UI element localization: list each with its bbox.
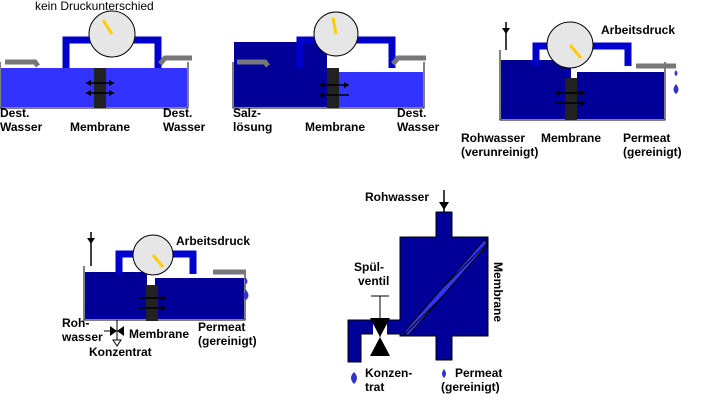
gauge-needle-2 (331, 17, 338, 35)
label-dest-wasser-right-1a: Dest. (163, 106, 192, 120)
drop-4a (244, 278, 248, 284)
water-right-1 (100, 68, 187, 107)
panel-no-pressure-difference: kein Druckunterschied Dest. Wasser Membr… (0, 0, 206, 134)
water-left-2 (234, 42, 327, 107)
panel-cross-flow-module: Rohwasser Spül- ventil Membrane Konzen- … (347, 190, 505, 394)
label-membrane-3: Membrane (541, 131, 601, 145)
water-left-4 (85, 272, 147, 319)
gauge-needle-4 (151, 254, 165, 268)
label-permeat-4a: Permeat (198, 320, 245, 334)
label-arbeitsdruck-4: Arbeitsdruck (176, 234, 250, 248)
label-membrane-1: Membrane (70, 120, 130, 134)
label-permeat-5b: (gereinigt) (441, 380, 500, 394)
label-rohwasser-5: Rohwasser (365, 190, 429, 204)
panel-reverse-osmosis-concentrate: Arbeitsdruck Roh- wasser Membrane Konzen… (61, 232, 257, 359)
arrows-2 (319, 82, 349, 98)
membrane-1 (94, 68, 106, 108)
water-right-3 (577, 72, 664, 119)
label-arbeitsdruck-3: Arbeitsdruck (601, 23, 675, 37)
gauge-needle-3 (568, 44, 583, 59)
label-permeat-5a: Permeat (455, 366, 502, 380)
drop-3a (674, 70, 678, 76)
label-konzentrat-4: Konzentrat (89, 345, 152, 359)
label-membrane-4: Membrane (129, 327, 189, 341)
label-dest-wasser-left-1a: Dest. (0, 106, 29, 120)
water-right-2 (333, 72, 423, 107)
label-membrane-5: Membrane (491, 262, 505, 322)
label-konzentrat-5a: Konzen- (365, 366, 412, 380)
drop-permeat-5 (442, 369, 446, 378)
membrane-2 (327, 68, 339, 108)
label-salzloesung-b: lösung (233, 120, 272, 134)
drop-concentrate-5 (351, 372, 357, 384)
label-rohwasser-4b: wasser (61, 330, 103, 344)
panel-salt-solution: Salz- lösung Membrane Dest. Wasser (232, 11, 440, 134)
membrane-4 (146, 285, 158, 321)
spout-left-2 (237, 59, 270, 68)
label-salzloesung-a: Salz- (233, 106, 261, 120)
label-dest-wasser-right-2a: Dest. (397, 106, 426, 120)
label-permeat-3a: Permeat (623, 131, 670, 145)
label-permeat-3b: (gereinigt) (623, 145, 682, 159)
label-rohwasser-3b: (verunreinigt) (461, 145, 538, 159)
drop-4b (243, 290, 249, 300)
arrows-4 (138, 295, 166, 311)
label-rohwasser-3a: Rohwasser (461, 131, 525, 145)
spout-left-1 (5, 59, 40, 68)
label-rohwasser-4a: Roh- (62, 316, 89, 330)
arrows-1 (86, 80, 114, 96)
title-no-pressure-diff: kein Druckunterschied (35, 0, 154, 13)
spout-right-1 (158, 55, 192, 66)
label-spuelventil-a: Spül- (354, 260, 384, 274)
label-dest-wasser-left-1b: Wasser (0, 120, 43, 134)
tank-3 (499, 50, 666, 121)
water-left-3 (501, 60, 571, 119)
gauge-needle-1 (101, 19, 114, 35)
label-spuelventil-b: ventil (358, 274, 389, 288)
drain-valve-4 (110, 326, 124, 336)
membrane-3 (565, 78, 577, 120)
drop-3b (673, 84, 679, 94)
label-dest-wasser-right-1b: Wasser (163, 120, 206, 134)
label-dest-wasser-right-2b: Wasser (397, 120, 440, 134)
spout-right-2 (391, 55, 426, 66)
label-membrane-2: Membrane (305, 120, 365, 134)
module-membrane (403, 239, 489, 337)
label-konzentrat-5b: trat (365, 380, 384, 394)
arrows-3 (555, 90, 585, 106)
panel-reverse-osmosis: Arbeitsdruck Rohwasser (verunreinigt) Me… (461, 21, 682, 159)
water-right-4 (155, 278, 244, 319)
label-permeat-4b: (gereinigt) (198, 334, 257, 348)
water-left-1 (1, 68, 94, 107)
